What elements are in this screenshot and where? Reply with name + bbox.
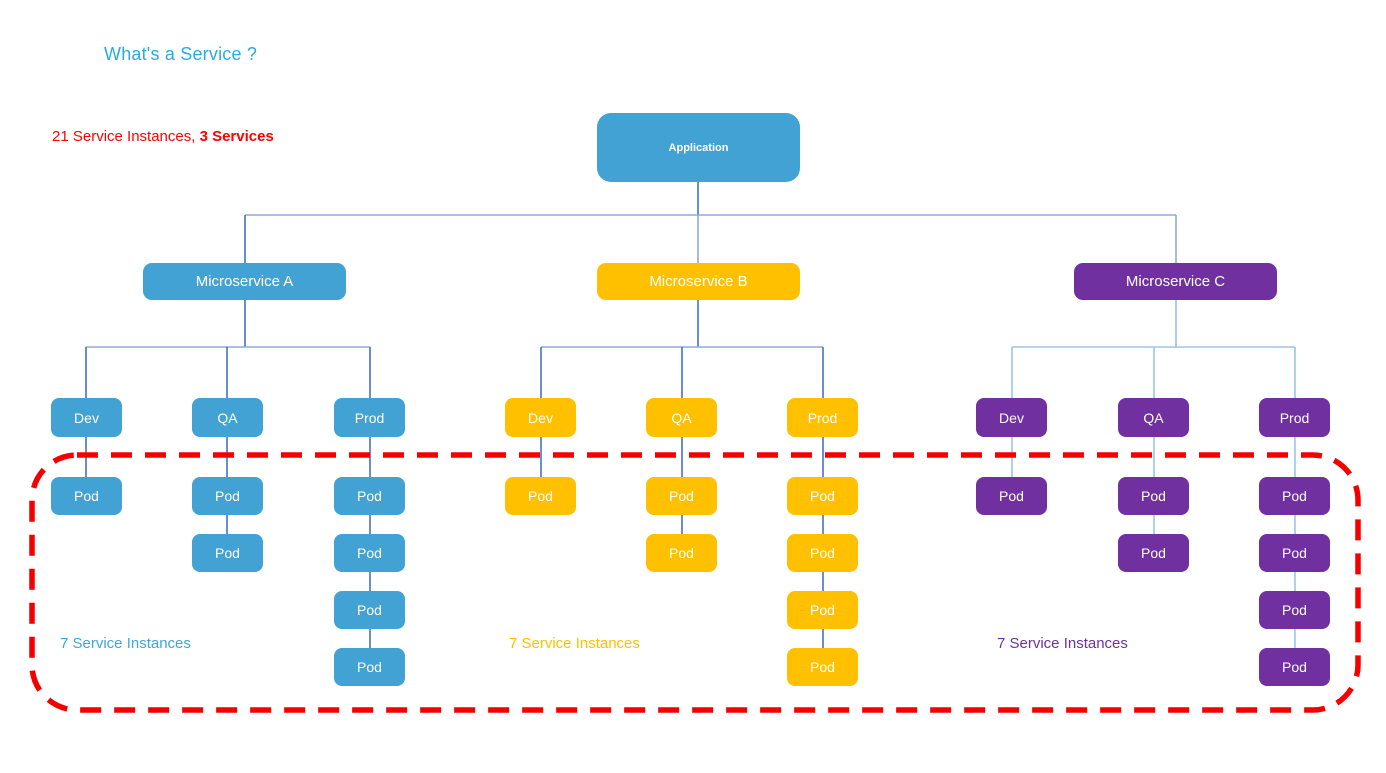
pod-c-qa-2: Pod [1118, 534, 1189, 572]
pod-a-dev-1: Pod [51, 477, 122, 515]
node-a-dev: Dev [51, 398, 122, 437]
node-application: Application [597, 113, 800, 182]
node-b-qa: QA [646, 398, 717, 437]
page-title: What's a Service ? [104, 44, 258, 64]
node-microservice-b: Microservice B [597, 263, 800, 300]
pod-c-dev-1: Pod [976, 477, 1047, 515]
pod-c-prod-3: Pod [1259, 591, 1330, 629]
pod-b-prod-4: Pod [787, 648, 858, 686]
node-c-prod: Prod [1259, 398, 1330, 437]
instances-label-c: 7 Service Instances [997, 635, 1128, 652]
node-microservice-a: Microservice A [143, 263, 346, 300]
pod-b-dev-1: Pod [505, 477, 576, 515]
pod-b-prod-3: Pod [787, 591, 858, 629]
node-a-qa: QA [192, 398, 263, 437]
instance-count-summary: 21 Service Instances, 3 Services [52, 128, 274, 145]
pod-b-qa-2: Pod [646, 534, 717, 572]
pod-a-prod-4: Pod [334, 648, 405, 686]
pod-a-prod-2: Pod [334, 534, 405, 572]
pod-c-prod-2: Pod [1259, 534, 1330, 572]
pod-b-prod-1: Pod [787, 477, 858, 515]
instances-label-a: 7 Service Instances [60, 635, 191, 652]
pod-a-qa-1: Pod [192, 477, 263, 515]
node-c-qa: QA [1118, 398, 1189, 437]
node-microservice-c: Microservice C [1074, 263, 1277, 300]
pod-c-prod-1: Pod [1259, 477, 1330, 515]
node-b-prod: Prod [787, 398, 858, 437]
node-c-dev: Dev [976, 398, 1047, 437]
service-count-text: 3 Services [199, 128, 274, 145]
node-a-prod: Prod [334, 398, 405, 437]
node-b-dev: Dev [505, 398, 576, 437]
instance-count-text: 21 Service Instances, [52, 128, 200, 145]
pod-b-qa-1: Pod [646, 477, 717, 515]
pod-c-prod-4: Pod [1259, 648, 1330, 686]
pod-a-prod-1: Pod [334, 477, 405, 515]
pod-a-prod-3: Pod [334, 591, 405, 629]
pod-a-qa-2: Pod [192, 534, 263, 572]
pod-c-qa-1: Pod [1118, 477, 1189, 515]
pod-b-prod-2: Pod [787, 534, 858, 572]
instances-label-b: 7 Service Instances [509, 635, 640, 652]
